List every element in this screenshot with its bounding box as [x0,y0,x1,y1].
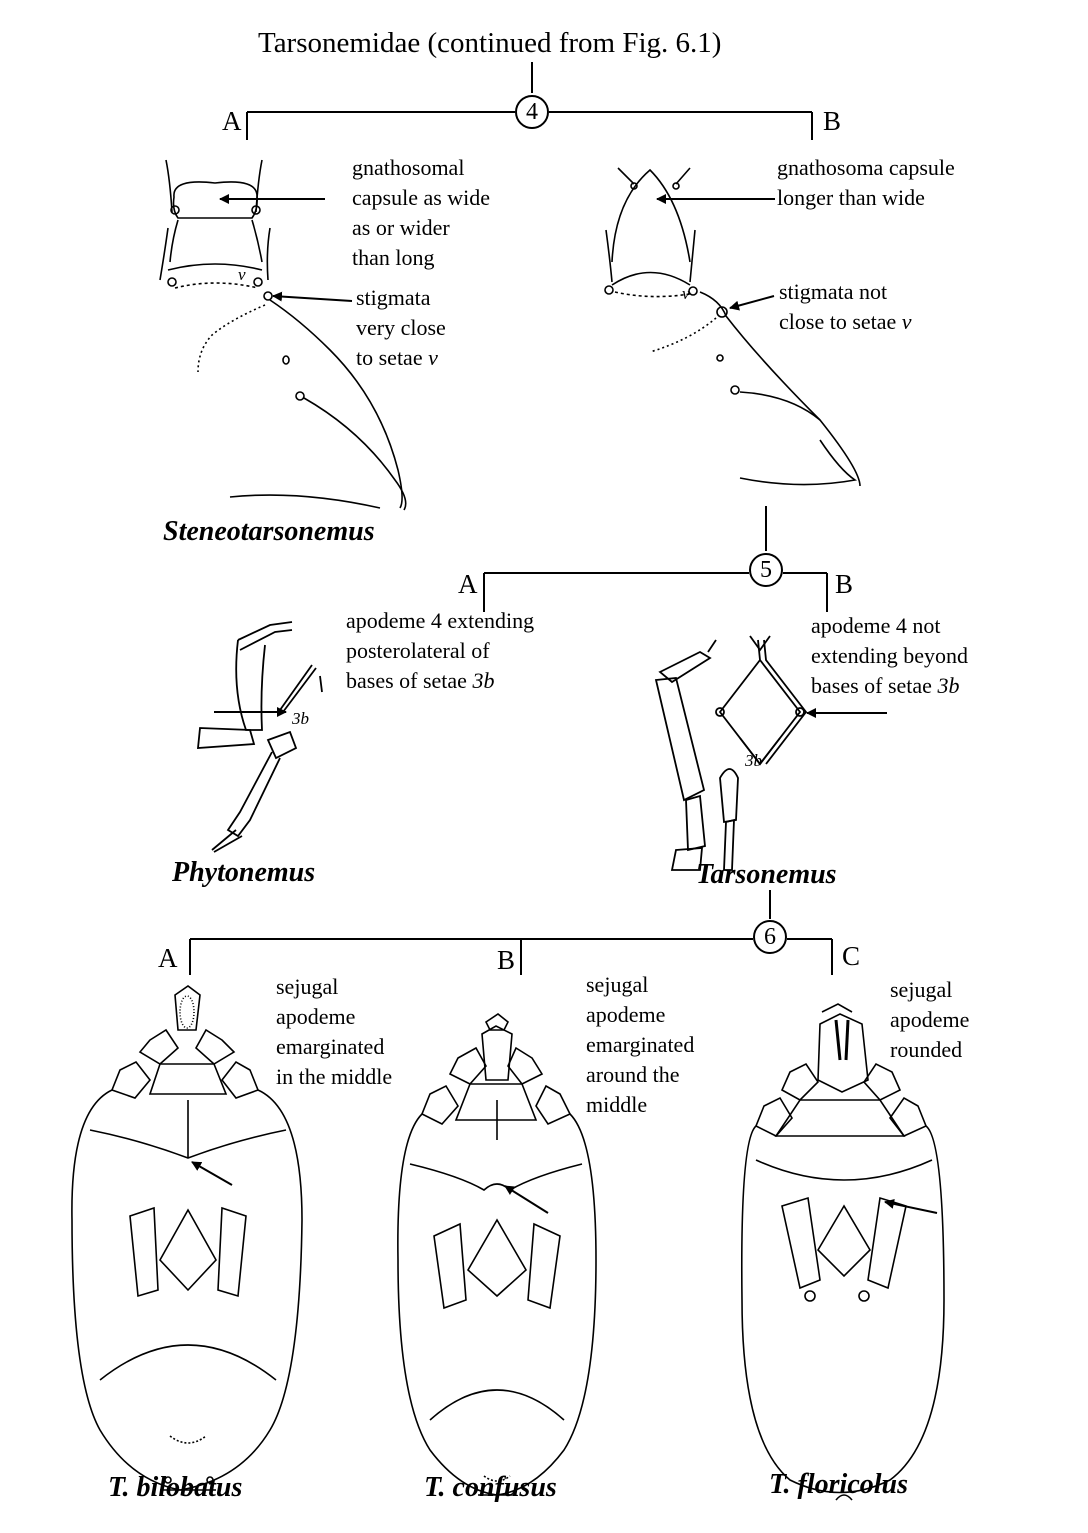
tarsonemus-gnathosoma-drawing [604,167,861,487]
text-line: bases of setae [346,668,473,693]
couplet-6-option-b-letter: B [497,945,516,975]
text-line: middle [586,1092,648,1117]
text-line: gnathosoma capsule [777,155,955,180]
text-line: posterolateral of [346,638,490,663]
text-line: apodeme 4 not [811,613,941,638]
species-t-confusus: T. confusus [424,1472,557,1503]
phytonemus-leg-drawing [196,621,323,853]
couplet-4-number: 4 [515,95,549,129]
couplet-5-number: 5 [749,553,783,587]
text-line: sejugal [586,972,649,997]
text-line: to setae [356,345,429,370]
t-bilobatus-body-drawing [71,985,303,1491]
couplet-5-option-b-description: apodeme 4 not extending beyond bases of … [811,611,968,701]
arrow-sejugal-confusus [504,1185,549,1214]
couplet-5-option-a-letter: A [458,569,478,599]
text-line: stigmata not [779,279,888,304]
couplet-4-bracket [246,62,813,140]
genus-phytonemus: Phytonemus [172,857,316,888]
seta-symbol: 3b [472,668,495,693]
seta-symbol: v [901,309,912,334]
text-line: bases of setae [811,673,938,698]
text-line: apodeme [276,1004,356,1029]
text-line: emarginated [586,1032,695,1057]
text-line: sejugal [890,977,953,1002]
pointer-arrows [191,194,938,1214]
arrow-stigmata-close [272,291,353,302]
species-t-bilobatus: T. bilobatus [108,1472,243,1503]
couplet-4-option-a-letter: A [222,106,242,136]
couplet-4-option-a-stigmata-note: stigmata very close to setae v [356,283,446,373]
text-line: extending beyond [811,643,969,668]
text-line: apodeme [890,1007,970,1032]
couplet-4-option-b-stigmata-note: stigmata not close to setae v [779,277,912,337]
text-line: rounded [890,1037,963,1062]
couplet-5-bracket [483,506,828,612]
seta-3b-label-a: 3b [292,709,309,728]
couplet-6-option-b-description: sejugal apodeme emarginated around the m… [586,970,694,1120]
arrow-stigmata-not-close [729,295,775,311]
seta-symbol: v [428,345,438,370]
arrow-sejugal-floricolus [884,1198,938,1214]
text-line: gnathosomal [352,155,465,180]
text-line: in the middle [276,1064,393,1089]
text-line: close to setae [779,309,902,334]
tarsonemus-leg-drawing [654,635,808,871]
text-line: longer than wide [777,185,925,210]
text-line: sejugal [276,974,339,999]
couplet-4-option-b-description: gnathosoma capsule longer than wide [777,153,955,213]
couplet-5-option-a-description: apodeme 4 extending posterolateral of ba… [346,606,534,696]
couplet-6-bracket [189,890,833,975]
couplet-6-option-a-letter: A [158,943,178,973]
seta-v-label-b: v [682,284,690,303]
text-line: around the [586,1062,680,1087]
text-line: stigmata [356,285,431,310]
species-t-floricolus: T. floricolus [769,1469,908,1500]
genus-steneotarsonemus: Steneotarsonemus [163,516,375,547]
figure-title: Tarsonemidae (continued from Fig. 6.1) [258,27,722,59]
text-line: apodeme [586,1002,666,1027]
genus-tarsonemus: Tarsonemus [696,859,837,890]
seta-v-label-a: v [238,265,246,284]
couplet-4-option-b-letter: B [823,106,842,136]
seta-3b-label-b: 3b [745,751,762,770]
text-line: than long [352,245,435,270]
t-floricolus-body-drawing [740,1003,945,1501]
arrow-sejugal-bilobatus [191,1161,233,1186]
text-line: very close [356,315,446,340]
text-line: apodeme 4 extending [346,608,535,633]
couplet-6-number: 6 [753,920,787,954]
steneotarsonemus-gnathosoma-drawing [159,159,407,511]
text-line: emarginated [276,1034,385,1059]
t-confusus-body-drawing [397,1013,597,1496]
couplet-5-option-b-letter: B [835,569,854,599]
couplet-6-option-c-letter: C [842,941,861,971]
couplet-4-option-a-description: gnathosomal capsule as wide as or wider … [352,153,490,273]
seta-symbol: 3b [937,673,960,698]
couplet-6-option-a-description: sejugal apodeme emarginated in the middl… [276,972,392,1092]
text-line: as or wider [352,215,450,240]
couplet-6-option-c-description: sejugal apodeme rounded [890,975,969,1065]
text-line: capsule as wide [352,185,491,210]
